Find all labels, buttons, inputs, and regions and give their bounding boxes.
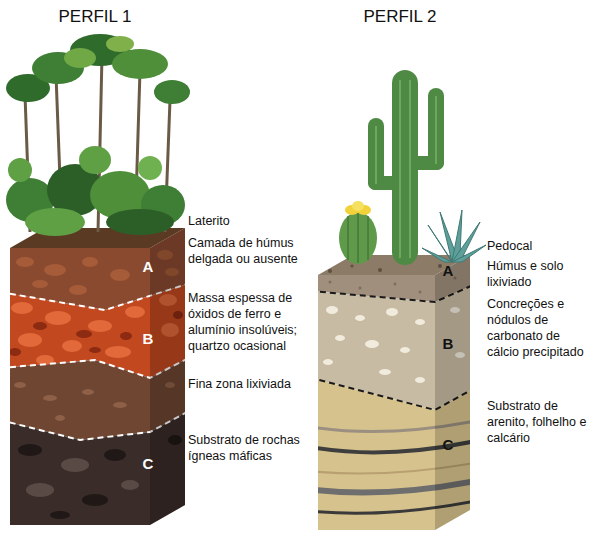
soil-type-name: Laterito	[188, 213, 312, 229]
horizon-description: Húmus e solo lixiviado	[487, 258, 593, 290]
surface-pebbles	[328, 258, 460, 273]
pedocal-block	[300, 240, 480, 534]
horizon-description: Concreções e nódulos de carbonato de cál…	[487, 296, 593, 360]
horizon-letter: A	[440, 262, 456, 280]
horizon-description: Massa espessa de óxidos de ferro e alumí…	[188, 290, 312, 354]
horizon-letter: A	[140, 258, 156, 276]
horizon-letter: B	[440, 335, 456, 353]
block-side-shade	[435, 255, 470, 530]
saguaro-cactus	[368, 70, 444, 265]
laterite-block	[0, 150, 200, 534]
horizon-letter: B	[140, 330, 156, 348]
horizon-letter: C	[140, 455, 156, 473]
undergrowth	[6, 146, 185, 236]
horizon-description: Fina zona lixiviada	[188, 376, 312, 392]
horizon-letter: C	[440, 436, 456, 454]
tree-canopy	[6, 34, 190, 104]
horizon-description: Camada de húmus delgada ou ausente	[188, 235, 312, 267]
horizons	[0, 150, 200, 534]
agave	[422, 210, 486, 262]
rainforest	[6, 34, 190, 236]
soil-type-name: Pedocal	[487, 238, 593, 254]
desert-plants	[339, 70, 486, 265]
horizons	[300, 240, 480, 534]
profile-title: PERFIL 1	[40, 6, 150, 28]
profile-title: PERFIL 2	[345, 6, 455, 28]
cactus-ribs	[376, 80, 436, 258]
block-side-shade	[150, 228, 185, 525]
horizon-description: Substrato de arenito, folhelho e calcári…	[487, 398, 593, 446]
horizon-description: Substrato de rochas ígneas máficas	[188, 432, 312, 464]
barrel-cactus	[339, 201, 377, 264]
